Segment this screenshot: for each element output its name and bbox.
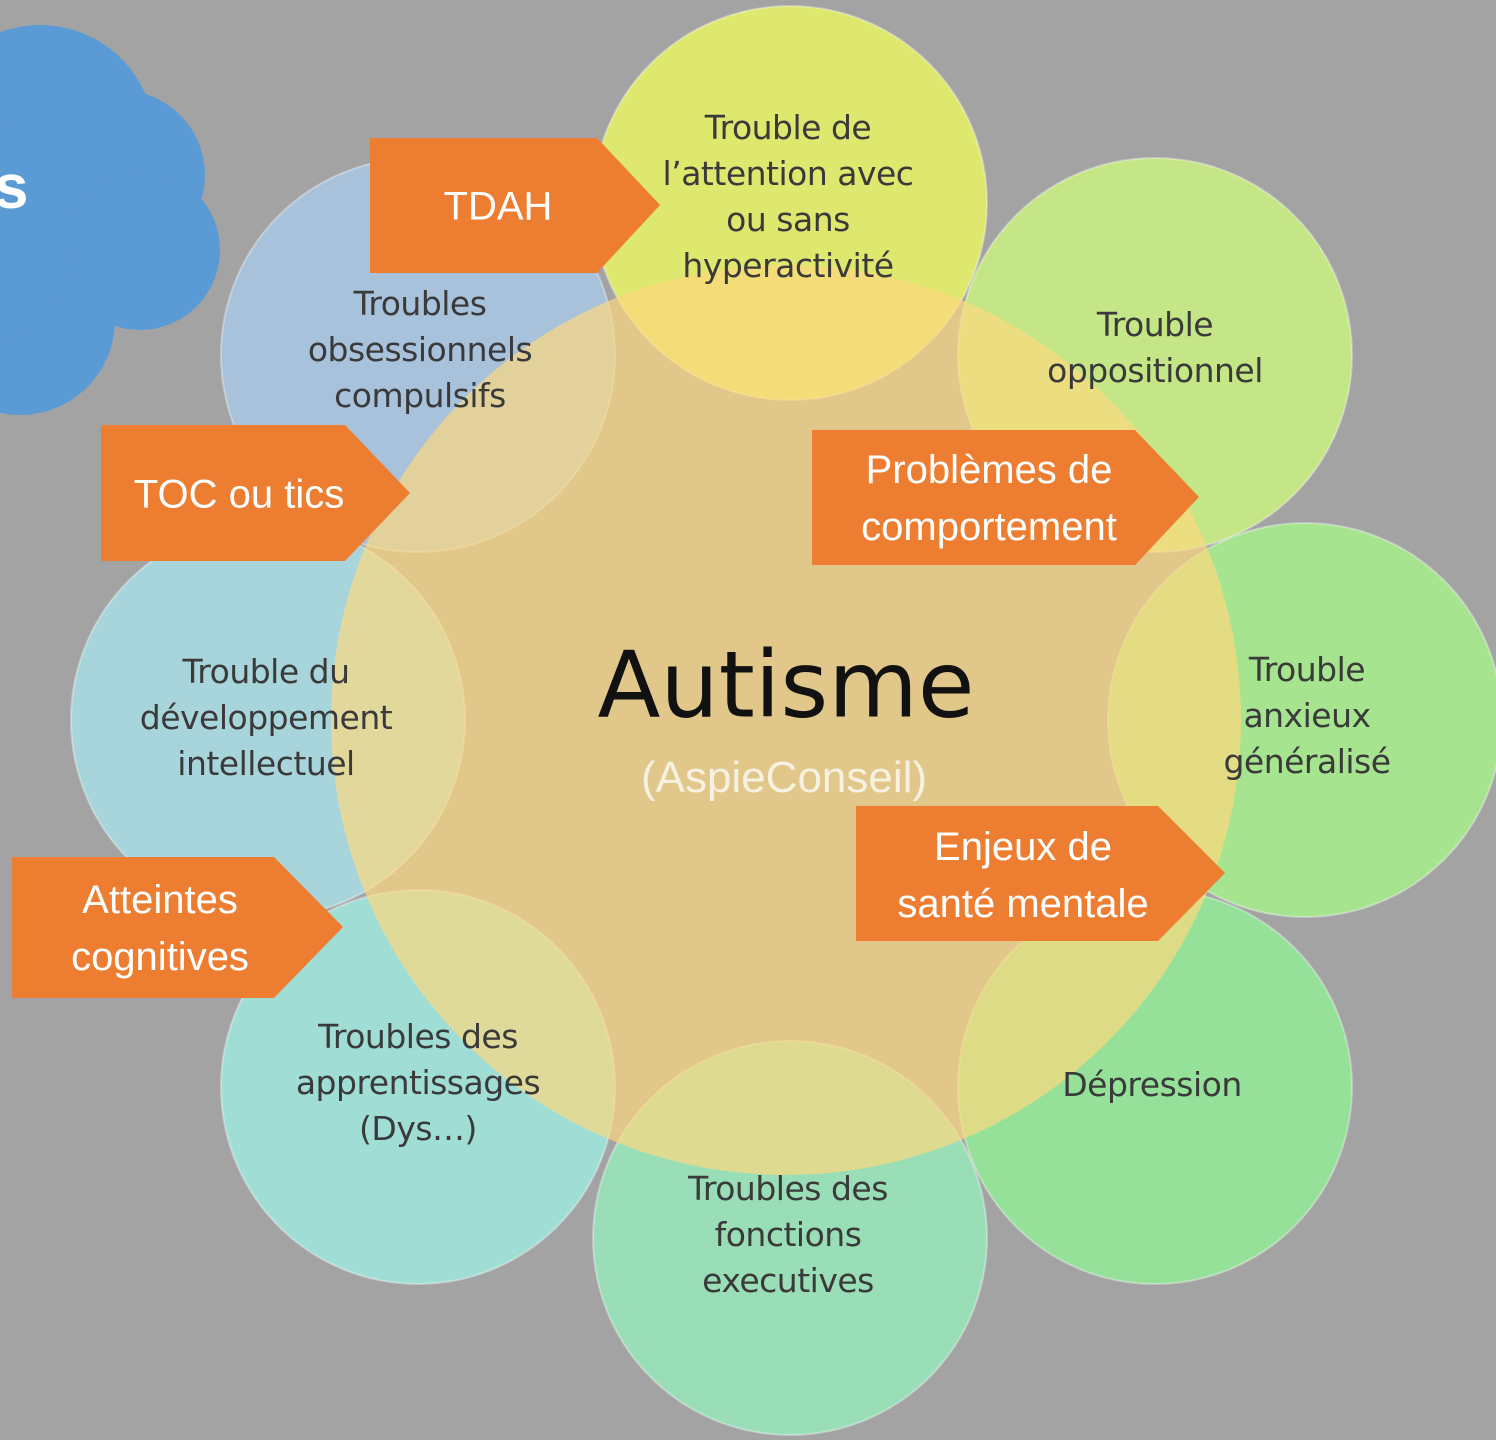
arrow-tdah (370, 138, 660, 273)
cloud-text: s (0, 153, 29, 222)
arrow-label-toc: TOC ou tics (133, 472, 345, 517)
arrow-comportement (812, 430, 1199, 565)
arrow-label-comportement: Problèmes de comportement (861, 448, 1117, 549)
cloud-shape (0, 25, 220, 415)
circle-label-executives: Troubles des fonctions executives (688, 1169, 888, 1300)
circle-label-anxieux: Trouble anxieux généralisé (1223, 650, 1391, 781)
center-title: Autisme (597, 631, 975, 739)
center-subtitle: (AspieConseil) (640, 753, 928, 802)
circle-label-oppositionnel: Trouble oppositionnel (1047, 305, 1263, 390)
arrow-toc (101, 425, 410, 561)
circle-label-intellectuel: Trouble du développement intellectuel (139, 652, 393, 783)
arrow-sante (856, 806, 1225, 941)
arrow-label-tdah: TDAH (443, 184, 553, 229)
arrow-label-cognitives: Atteintes cognitives (71, 878, 249, 979)
arrow-cognitives (12, 857, 343, 998)
circle-label-toc: Troubles obsessionnels compulsifs (307, 284, 533, 415)
circle-label-apprentissages: Troubles des apprentissages (Dys…) (295, 1017, 541, 1148)
circle-label-depression: Dépression (1062, 1065, 1242, 1104)
arrow-label-sante: Enjeux de santé mentale (897, 825, 1149, 926)
circle-label-tdah: Trouble de l’attention avec ou sans hype… (662, 108, 914, 285)
